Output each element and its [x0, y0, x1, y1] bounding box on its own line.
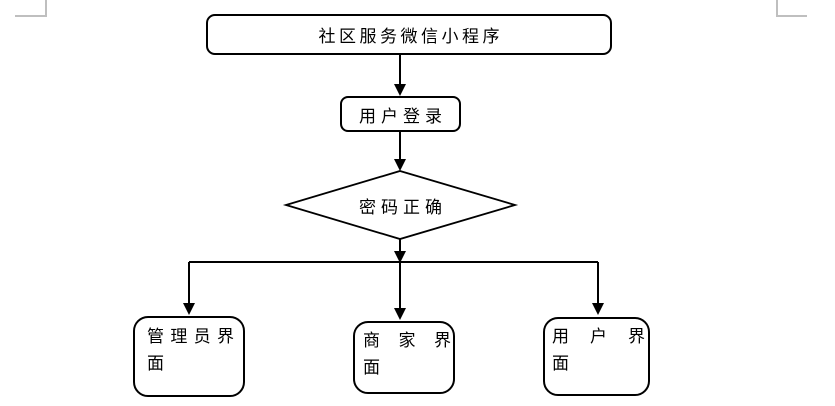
node-merchant-label-line2: 面 — [363, 358, 380, 377]
node-program-label: 社区服务微信小程序 — [318, 27, 503, 46]
node-merchant-label-line1: 商家界 — [363, 331, 451, 350]
node-user-label-line2: 面 — [552, 354, 569, 373]
arrowhead-login-icon — [394, 84, 406, 96]
node-user: 用户界 面 — [543, 317, 650, 396]
node-admin: 管理员界 面 — [133, 316, 245, 397]
node-decision-label: 密码正确 — [359, 197, 447, 217]
node-user-label-line1: 用户界 — [552, 327, 645, 346]
text-boundary-mark-top-right — [776, 0, 807, 17]
node-login: 用户登录 — [340, 96, 461, 132]
arrowhead-user-icon — [592, 303, 604, 315]
arrowhead-branch-icon — [394, 251, 406, 263]
node-admin-label-line2: 面 — [147, 354, 164, 373]
node-admin-label-line1: 管理员界 — [147, 327, 234, 346]
arrowhead-merchant-icon — [394, 308, 406, 320]
node-program: 社区服务微信小程序 — [206, 14, 612, 55]
arrowhead-admin-icon — [183, 303, 195, 315]
text-boundary-mark-top-left — [15, 0, 47, 17]
node-login-label: 用户登录 — [359, 106, 447, 126]
node-merchant: 商家界 面 — [353, 321, 455, 394]
arrowhead-decision-icon — [394, 159, 406, 171]
